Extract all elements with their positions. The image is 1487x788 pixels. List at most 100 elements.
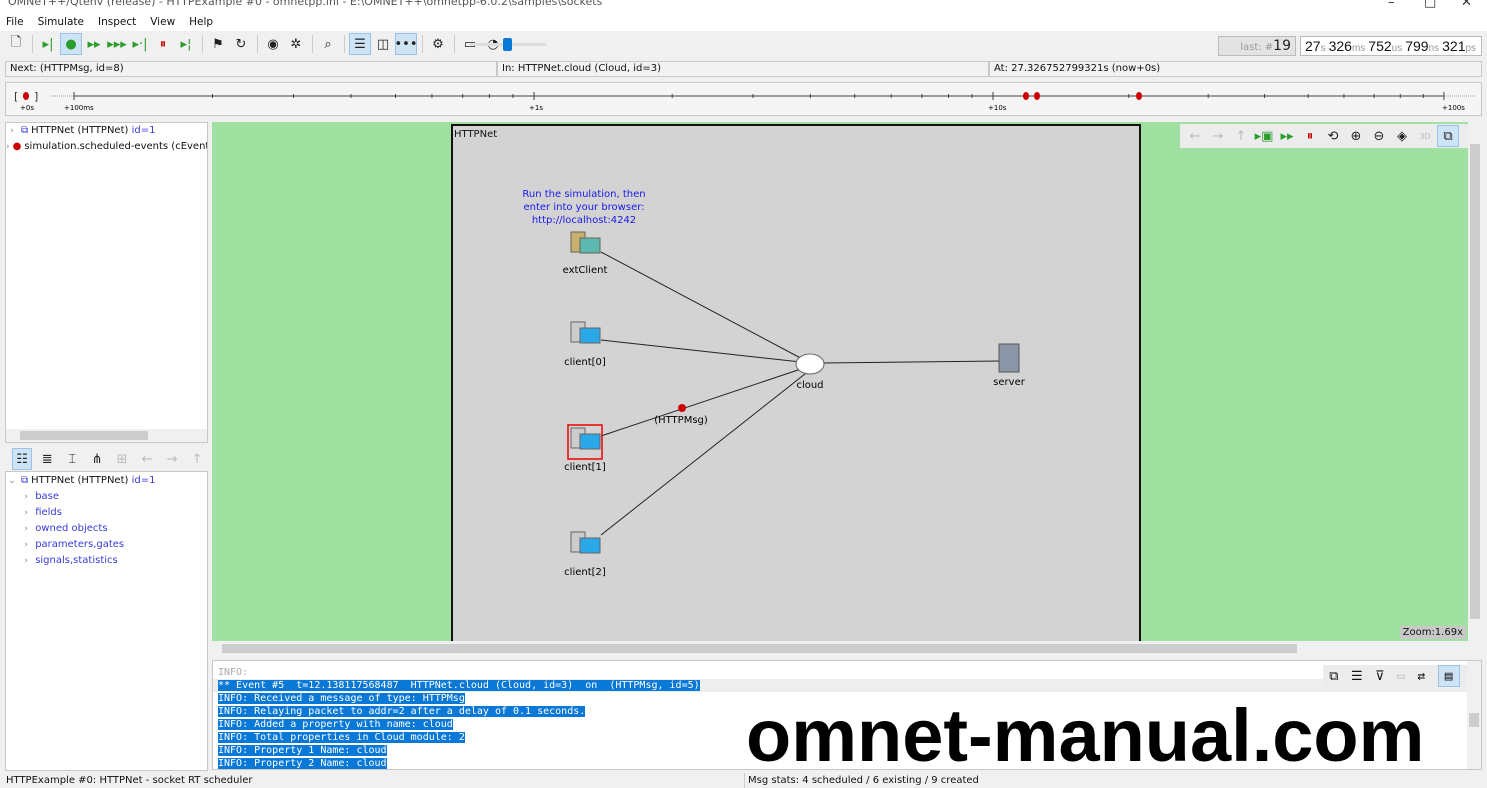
node-label: extClient bbox=[563, 265, 608, 276]
messages-mode-icon[interactable]: ⇄ bbox=[1417, 668, 1426, 684]
gear-icon[interactable]: ⚙ bbox=[432, 36, 444, 52]
horizontal-scrollbar[interactable] bbox=[6, 429, 207, 442]
node-cloud[interactable]: cloud bbox=[795, 353, 825, 391]
time-status: At: 27.326752799321s (now+0s) bbox=[989, 61, 1482, 77]
node-client1[interactable]: client[1] bbox=[564, 424, 606, 473]
new-run-icon[interactable]: 🗋 bbox=[10, 35, 22, 50]
menu-view[interactable]: View bbox=[150, 15, 176, 28]
step-module-icon[interactable]: ▸▣ bbox=[1254, 128, 1274, 144]
forward-icon[interactable]: → bbox=[166, 451, 178, 467]
bug-icon[interactable]: ✲ bbox=[290, 36, 302, 52]
stop-icon[interactable]: ⏸ bbox=[1306, 128, 1314, 144]
find-icon[interactable]: ☰ bbox=[1351, 668, 1363, 684]
menu-simulate[interactable]: Simulate bbox=[37, 15, 84, 28]
link bbox=[600, 369, 811, 536]
log-panel[interactable]: INFO: ** Event #5 t=12.138117568487 HTTP… bbox=[212, 660, 1482, 770]
inspector-item-parameters[interactable]: › parameters,gates bbox=[6, 537, 207, 553]
layout-icon[interactable]: ⊞ bbox=[116, 451, 128, 467]
tree-item-httpnet[interactable]: ›⧉HTTPNet (HTTPNet) id=1 bbox=[6, 123, 207, 139]
hierarchy-icon[interactable]: ⋔ bbox=[91, 451, 103, 467]
layers-icon[interactable]: ◈ bbox=[1397, 128, 1407, 144]
zoom-in-icon[interactable]: ⊕ bbox=[1350, 128, 1362, 144]
next-event-status: Next: (HTTPMsg, id=8) bbox=[5, 61, 497, 77]
relayout-icon[interactable]: ⟲ bbox=[1327, 128, 1339, 144]
menu-inspect[interactable]: Inspect bbox=[97, 15, 137, 28]
module-view-icon[interactable]: ⧉ bbox=[1437, 125, 1459, 147]
up-icon[interactable]: ↑ bbox=[1235, 128, 1247, 144]
search-icon[interactable]: ⌕ bbox=[324, 36, 332, 52]
fast-run-icon[interactable]: ▸▸ bbox=[87, 36, 101, 52]
scheduler-status: HTTPExample #0: HTTPNet - socket RT sche… bbox=[0, 773, 745, 788]
record-icon[interactable]: ◉ bbox=[267, 36, 279, 52]
chevron-right-icon[interactable]: › bbox=[10, 126, 14, 136]
tick-label: +0s bbox=[20, 104, 34, 112]
inspector-item-fields[interactable]: › fields bbox=[6, 505, 207, 521]
inspector-item-base[interactable]: › base bbox=[6, 489, 207, 505]
link bbox=[600, 339, 811, 364]
run-until-icon[interactable]: ▸·| bbox=[132, 36, 148, 52]
run-icon[interactable]: ● bbox=[60, 33, 82, 55]
maximize-button[interactable]: □ bbox=[1424, 0, 1437, 10]
event-marker[interactable] bbox=[1034, 92, 1040, 100]
event-queue-icon: ● bbox=[12, 141, 22, 152]
speed-slider[interactable] bbox=[470, 38, 546, 54]
express-run-icon[interactable]: ▸▸▸ bbox=[107, 36, 127, 52]
node-client2[interactable]: client[2] bbox=[564, 531, 606, 578]
network-canvas[interactable]: HTTPNet Run the simulation, then enter i… bbox=[212, 122, 1468, 641]
video-icon[interactable]: ▭ bbox=[459, 33, 481, 55]
up-icon[interactable]: ↑ bbox=[191, 451, 203, 467]
flag-icon[interactable]: ⚑ bbox=[212, 36, 224, 52]
time-ps: 321 bbox=[1442, 38, 1466, 54]
filter-icon[interactable]: ⊽ bbox=[1375, 668, 1385, 684]
minimize-button[interactable]: – bbox=[1388, 0, 1395, 10]
tree-item-scheduled-events[interactable]: ›●simulation.scheduled-events (cEventH bbox=[6, 139, 207, 155]
canvas-horizontal-scrollbar[interactable] bbox=[212, 641, 1482, 656]
timeline-toggle-icon[interactable]: ☰ bbox=[349, 33, 371, 55]
menu-file[interactable]: File bbox=[6, 15, 24, 28]
node-extclient[interactable]: extClient bbox=[563, 231, 608, 276]
settings-icon[interactable]: ▭ bbox=[1397, 668, 1405, 684]
event-marker[interactable] bbox=[23, 92, 29, 100]
back-icon[interactable]: ← bbox=[1189, 128, 1201, 144]
copy-icon[interactable]: ⧉ bbox=[1329, 668, 1339, 684]
3d-icon[interactable]: 3D bbox=[1419, 131, 1431, 141]
tree-item-id: id=1 bbox=[131, 125, 156, 136]
animation-toggle-icon[interactable]: ••• bbox=[395, 33, 418, 55]
zoom-level: Zoom:1.69x bbox=[1399, 626, 1466, 639]
debug-next-icon[interactable]: ▸¦ bbox=[180, 36, 192, 52]
menu-help[interactable]: Help bbox=[189, 15, 214, 28]
step-icon[interactable]: ▸| bbox=[42, 36, 54, 52]
back-icon[interactable]: ← bbox=[141, 451, 153, 467]
event-marker[interactable] bbox=[1023, 92, 1029, 100]
zoom-out-icon[interactable]: ⊖ bbox=[1373, 128, 1385, 144]
rebuild-icon[interactable]: ↻ bbox=[235, 36, 247, 52]
node-server[interactable]: server bbox=[993, 343, 1026, 388]
log-mode-icon[interactable]: ▤ bbox=[1437, 665, 1460, 687]
link bbox=[823, 360, 1001, 364]
event-marker[interactable] bbox=[1136, 92, 1142, 100]
forward-icon[interactable]: → bbox=[1212, 128, 1224, 144]
inspector-root[interactable]: ⌄⧉HTTPNet (HTTPNet) id=1 bbox=[6, 473, 207, 489]
stop-icon[interactable]: ⏸ bbox=[159, 36, 167, 52]
title-bar-background bbox=[1370, 0, 1487, 12]
unit: ns bbox=[1428, 43, 1440, 54]
flat-mode-icon[interactable]: ≣ bbox=[41, 451, 53, 467]
run-module-icon[interactable]: ▸▸ bbox=[1280, 128, 1294, 144]
chevron-right-icon[interactable]: › bbox=[6, 142, 10, 152]
window-title: OMNeT++/Qtenv (release) - HTTPExample #0… bbox=[0, 0, 1370, 12]
inheritance-mode-icon[interactable]: ⌶ bbox=[68, 451, 77, 467]
node-client0[interactable]: client[0] bbox=[564, 321, 606, 368]
details-toggle-icon[interactable]: ◫ bbox=[376, 36, 390, 52]
children-mode-icon[interactable]: ☷ bbox=[12, 448, 33, 470]
close-button[interactable]: ✕ bbox=[1461, 0, 1472, 10]
inspector-item-signals[interactable]: › signals,statistics bbox=[6, 553, 207, 569]
canvas-vertical-scrollbar[interactable] bbox=[1468, 122, 1482, 641]
timeline[interactable]: [] +0s +100ms +1s +10s +100s bbox=[5, 82, 1482, 116]
message-dot[interactable] bbox=[678, 404, 686, 412]
inspector-item-owned-objects[interactable]: › owned objects bbox=[6, 521, 207, 537]
log-scrollbar[interactable] bbox=[1467, 661, 1481, 769]
last-event-display: last: #19 bbox=[1218, 36, 1296, 56]
chevron-down-icon[interactable]: ⌄ bbox=[8, 476, 16, 486]
network-icon: ⧉ bbox=[21, 475, 29, 486]
